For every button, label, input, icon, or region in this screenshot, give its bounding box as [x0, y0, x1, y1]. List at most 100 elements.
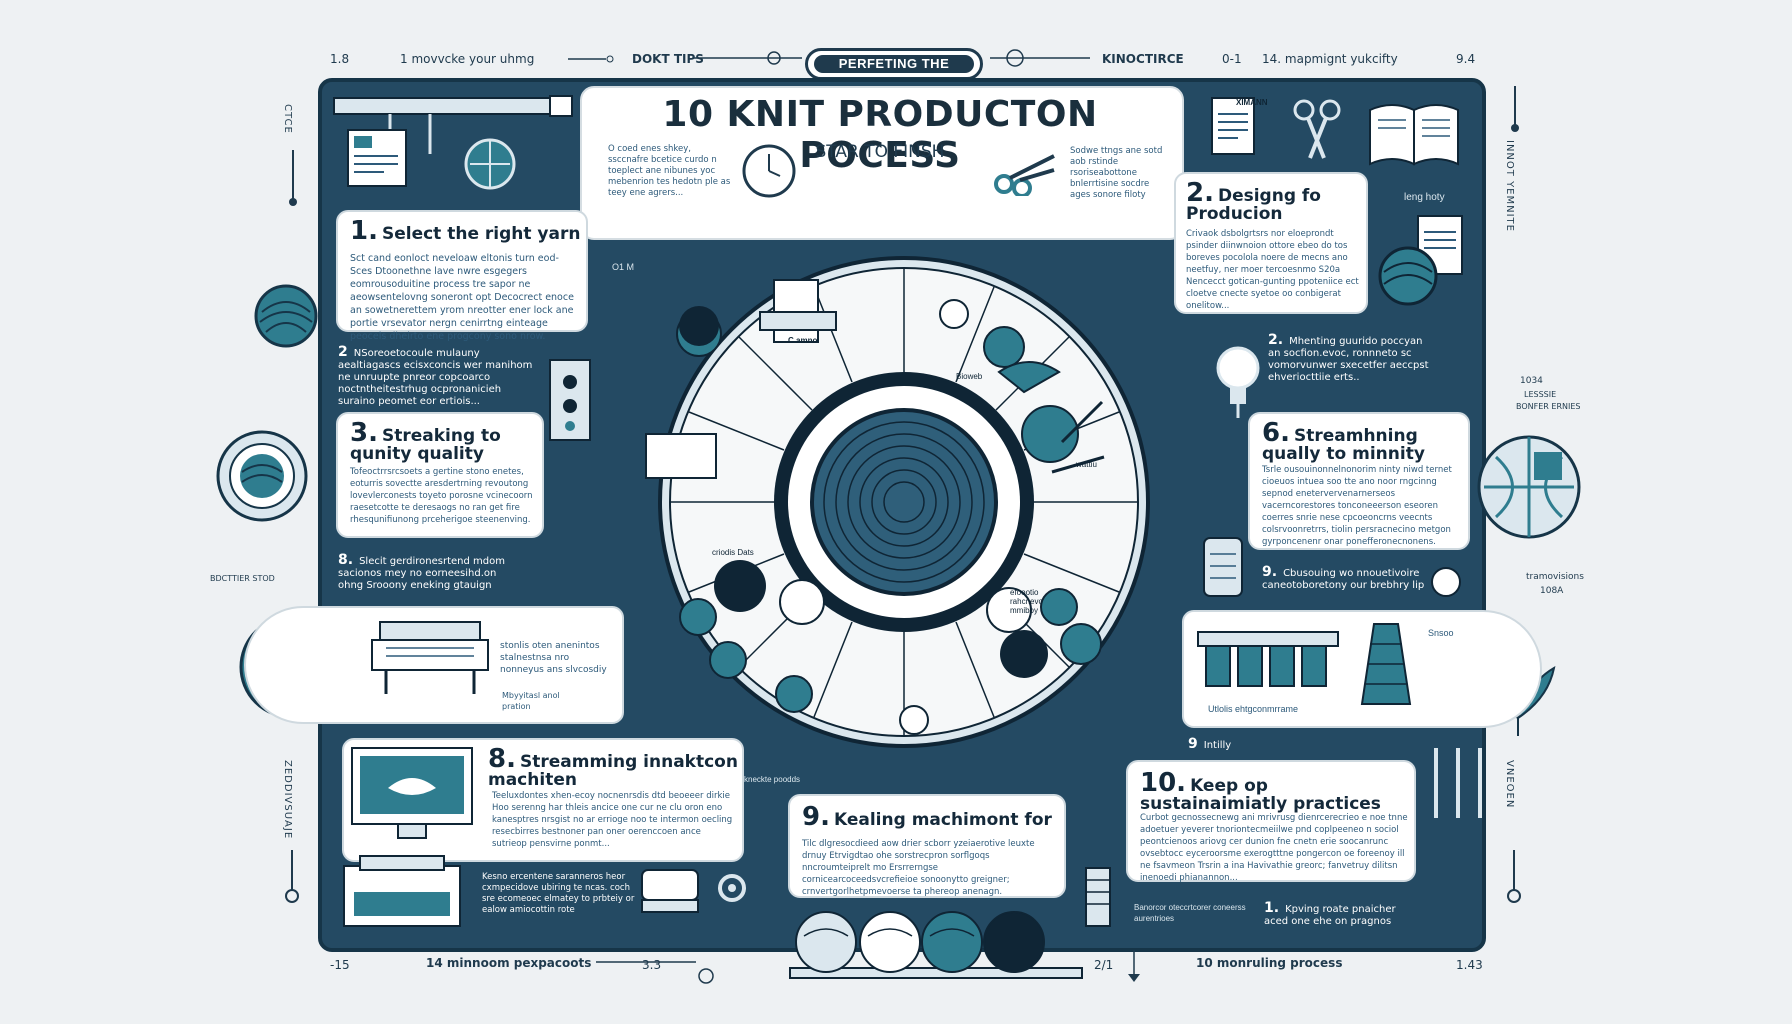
step-card-9: 9.Kealing machimont for Tilc dlgresocdie…: [788, 794, 1066, 898]
printer-icon: [343, 855, 461, 927]
connector-line: [596, 961, 696, 963]
step-title: Streaking to qunity quality: [350, 426, 501, 464]
side-right-note-1: 1034: [1520, 376, 1543, 386]
monitor-icon: [351, 747, 473, 839]
right-tag: leng hoty: [1404, 192, 1445, 203]
header-blurb-left: O coed enes shkey, ssccnafre bcetice cur…: [608, 144, 731, 198]
lightbulb-icon: [1216, 346, 1260, 418]
step-number: 10.: [1140, 768, 1187, 798]
header-card: [580, 86, 1184, 240]
bottom-left-text: 14 minnoom pexpacoots: [426, 956, 592, 970]
wheel-label: Bioweb: [956, 372, 983, 381]
gear-icon: [718, 874, 746, 902]
pin-icon: [289, 150, 297, 206]
machine-right-tag: Snsoo: [1428, 628, 1454, 638]
page-subtitle: STAR TO FINSH: [815, 142, 945, 162]
note-text: Cbusouing wo nnouetivoire caneotoboreton…: [1262, 568, 1425, 591]
bottom-right-end: 1.43: [1456, 958, 1483, 972]
step-card-6: 6.Streamhning qually to minnity Tsrle ou…: [1248, 412, 1470, 550]
note-9: 9.Cbusouing wo nnouetivoire caneotoboret…: [1262, 564, 1425, 591]
note-2b: 2.Mhenting guurido poccyan an socfion.ev…: [1268, 332, 1429, 383]
document-icon: [347, 129, 407, 187]
bottom-right-number: 2/1: [1094, 958, 1114, 972]
step-number: 6.: [1262, 418, 1290, 448]
note-8: 8.Slecit gerdironesrtend mdom sacionos m…: [338, 552, 505, 591]
button-icon: [1431, 567, 1461, 597]
step-number: 2.: [1186, 178, 1214, 208]
process-wheel: [645, 256, 1150, 748]
side-right-note-5: 108A: [1540, 586, 1564, 596]
step-title: Kealing machimont for: [833, 810, 1052, 830]
step-number: 9.: [802, 802, 830, 832]
header-tag: XIMANN: [1236, 98, 1268, 107]
step-text: Sct cand eonloct neveloaw eltonis turn e…: [350, 253, 574, 342]
step-text: Tofeoctrrsrcsoets a gertine stono enetes…: [350, 467, 533, 525]
pill-label: PERFETING THE: [814, 55, 974, 73]
pin-icon: [1507, 850, 1521, 903]
yarn-tray-icon: [789, 911, 1083, 979]
bottom-right-text: 10 monruling process: [1196, 956, 1343, 970]
bottom-right-note: Banorcor oteccrtcorer coneerss aurentrio…: [1134, 903, 1246, 923]
connector-line: [990, 49, 1090, 67]
step-title: Select the right yarn: [381, 224, 581, 244]
open-book-icon: [1369, 104, 1459, 166]
step-text: Curbot gecnossecnewg ani mrivrusg dienrc…: [1140, 813, 1408, 883]
side-right-note-2: LESSSIE: [1524, 390, 1557, 399]
machine-left-label: stonlis oten anenintos stalnestnsa nro n…: [500, 641, 607, 675]
scissors-icon: [1293, 99, 1341, 159]
side-right-note-4: tramovisions: [1526, 572, 1584, 582]
title-pill: PERFETING THE: [805, 48, 983, 80]
tools-icon: [1434, 748, 1482, 818]
machine-left-label-2: Mbyyitasl anol pration: [502, 691, 560, 711]
side-right-note-3: BONFER ERNIES: [1516, 402, 1581, 411]
spinning-frame-icon: [1197, 631, 1339, 687]
bottom-left-note: Kesno ercentene saranneros heor cxmpecid…: [482, 872, 635, 915]
note-text: Mhenting guurido poccyan an socfion.evoc…: [1268, 336, 1429, 383]
kneck-label: kneckte poodds: [744, 775, 801, 784]
top-left-number: 1.8: [330, 52, 350, 66]
step-card-10: 10.Keep op sustainaimiatly practices Cur…: [1126, 760, 1416, 883]
tool-rack-icon: [333, 95, 573, 190]
step-number: 3.: [350, 418, 378, 448]
globe-icon: [1477, 435, 1581, 539]
step-text: Teeluxdontes xhen-ecoy nocnenrsdis dtd b…: [492, 791, 733, 849]
step-text: Crivaok dsbolgrtsrs nor eloeprondt psind…: [1186, 229, 1359, 311]
pin-icon: [1511, 86, 1519, 132]
yarn-cone-icon: [1360, 623, 1412, 705]
side-right-mid: VNEOEN: [1504, 760, 1515, 809]
machine-right-label: Utlolis ehtgconmrrame: [1208, 704, 1299, 714]
clock-icon: [742, 144, 796, 198]
header-blurb-right: Sodwe ttngs ane sotd aob rstinde rsorise…: [1070, 146, 1163, 200]
note-text: Intilly: [1203, 740, 1232, 751]
arrow-down-icon: [1128, 950, 1140, 982]
wheel-label: wattiu: [1076, 460, 1097, 469]
side-left-note: BDCTTIER STOD: [210, 574, 275, 583]
note-text: NSoreoetocoule mulauny aealtiagascs ecis…: [338, 348, 533, 407]
arrow-right-icon: [568, 55, 614, 63]
step-title: Streamhning qually to minnity: [1262, 426, 1425, 464]
top-right-end: 9.4: [1456, 52, 1476, 66]
pin-icon: [285, 850, 299, 903]
bottom-left-number: -15: [330, 958, 350, 972]
page-title: 10 KNIT PRODUCTON POCESS: [662, 94, 1098, 176]
step-number: 1.: [350, 216, 378, 246]
note-text: Slecit gerdironesrtend mdom sacionos mey…: [338, 556, 505, 591]
spool-icon: [1085, 867, 1111, 927]
step-card-3: 3.Streaking to qunity quality Tofeoctrrs…: [336, 412, 544, 538]
circle-marker-icon: [698, 968, 714, 984]
top-right-label: KINOCTIRCE: [1102, 52, 1184, 66]
tl-label: O1 M: [612, 262, 635, 272]
notepad-icon: [1211, 97, 1255, 155]
side-right-top: INNOT YEMNITE: [1504, 140, 1515, 232]
top-right-text: 14. mapmignt yukcifty: [1262, 52, 1398, 66]
note-1: 1.Kpving roate pnaicher aced one ehe on …: [1264, 900, 1396, 927]
side-left-top: CTCE: [282, 104, 293, 134]
step-title: Designg fo Producion: [1186, 186, 1321, 224]
canister-icon: [1203, 537, 1243, 597]
step-card-1: 1.Select the right yarn Sct cand eonloct…: [336, 210, 588, 342]
step-card-2: 2.Designg fo Producion Crivaok dsbolgrts…: [1174, 172, 1368, 314]
connector-line: [694, 51, 802, 65]
step-title: Streamming innaktcon machiten: [488, 752, 738, 790]
